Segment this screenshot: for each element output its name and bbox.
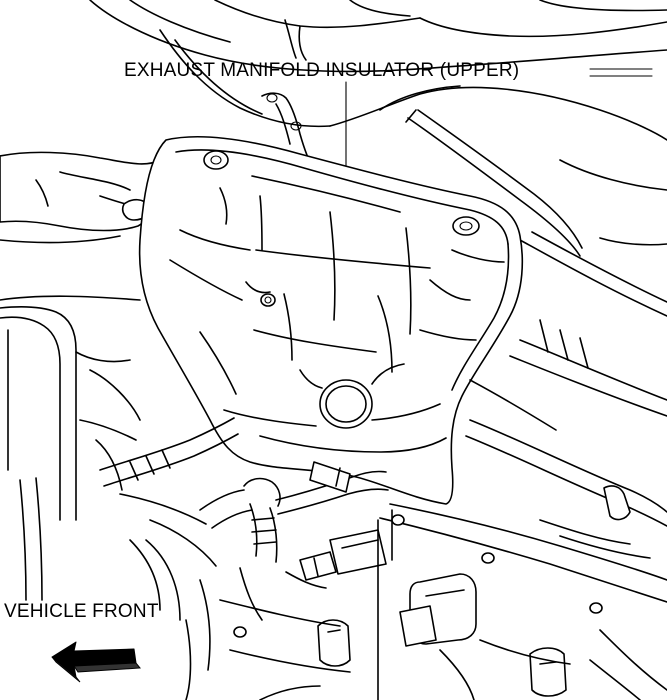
- exhaust-manifold-insulator: [138, 136, 524, 505]
- arrow-down-left-icon: [51, 641, 141, 683]
- right-pipe: [465, 319, 667, 559]
- callout-leader: [345, 68, 653, 181]
- insulator-callout-label: EXHAUST MANIFOLD INSULATOR (UPPER): [124, 60, 520, 81]
- vehicle-front-label: VEHICLE FRONT: [4, 601, 159, 622]
- engine-top: [219, 503, 667, 700]
- wiring-harness: [199, 461, 389, 621]
- bay-background: [89, 0, 667, 317]
- left-components: [0, 295, 239, 700]
